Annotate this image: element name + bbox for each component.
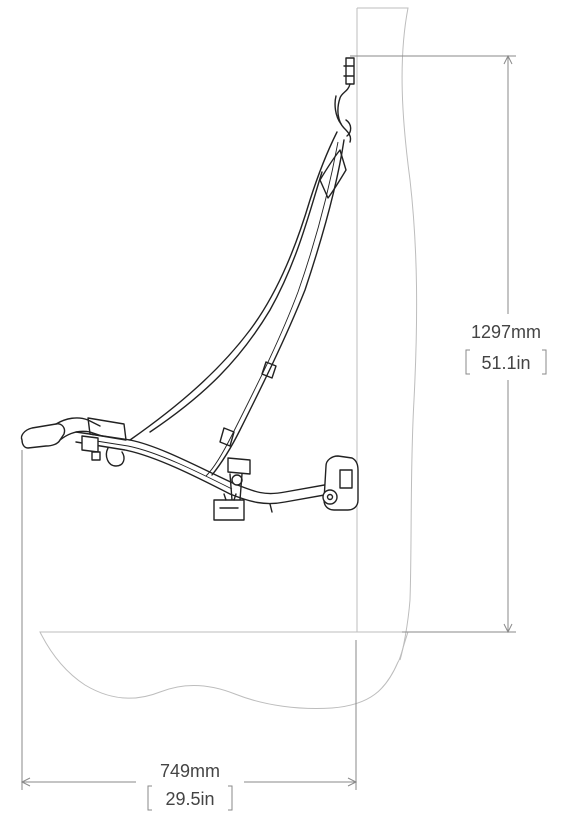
cushion-outline bbox=[39, 631, 409, 709]
width-imperial-bracket-left bbox=[147, 785, 152, 811]
strap-loop-outer bbox=[334, 95, 352, 137]
backrest-front-curve bbox=[129, 131, 338, 441]
rear-pin bbox=[269, 503, 273, 513]
back-support-strut bbox=[211, 139, 345, 476]
front-clamp bbox=[81, 435, 99, 453]
backrest-rear-curve bbox=[149, 171, 323, 433]
rear-caster-wheel bbox=[322, 489, 338, 505]
seat-frame-tube-bottom bbox=[75, 441, 351, 505]
seat-frame-tube-mid bbox=[89, 439, 233, 490]
height-arrow-bottom bbox=[503, 623, 513, 634]
width-imperial-label: 29.5in bbox=[165, 789, 214, 809]
width-dimension: 749mm 29.5in bbox=[20, 450, 358, 812]
front-clamp-hook bbox=[105, 447, 125, 467]
top-mount-bracket bbox=[343, 57, 355, 85]
center-adjuster-knob bbox=[231, 474, 243, 486]
center-adjuster-block bbox=[227, 457, 251, 475]
height-arrow-top bbox=[503, 54, 513, 65]
width-imperial-bracket-right bbox=[228, 785, 233, 811]
belt-connector-mid bbox=[261, 361, 277, 379]
height-imperial-label: 51.1in bbox=[481, 353, 530, 373]
seat-frame-tube-top bbox=[75, 431, 351, 495]
height-imperial-bracket-left bbox=[465, 349, 470, 375]
wall-outline bbox=[357, 7, 418, 661]
background-silhouette bbox=[39, 7, 418, 709]
height-imperial-bracket-right bbox=[542, 349, 547, 375]
rear-caster-hub bbox=[326, 493, 334, 501]
height-dimension: 1297mm 51.1in bbox=[350, 54, 560, 634]
front-grip bbox=[20, 423, 66, 449]
backrest-top-bend bbox=[319, 149, 347, 199]
back-support-strut-inner bbox=[205, 141, 339, 477]
lower-bracket-link bbox=[223, 493, 237, 501]
height-metric-label: 1297mm bbox=[471, 322, 541, 342]
belt-connector-low bbox=[219, 427, 235, 447]
width-arrow-right bbox=[347, 777, 358, 787]
width-metric-label: 749mm bbox=[160, 761, 220, 781]
rear-mount-window bbox=[339, 469, 353, 489]
width-arrow-left bbox=[20, 777, 31, 787]
seat-assembly bbox=[20, 57, 359, 521]
front-clamp-bracket bbox=[87, 417, 127, 441]
lower-bracket bbox=[213, 499, 245, 521]
center-adjuster-stem bbox=[229, 473, 243, 501]
front-clamp-knob bbox=[91, 451, 101, 461]
